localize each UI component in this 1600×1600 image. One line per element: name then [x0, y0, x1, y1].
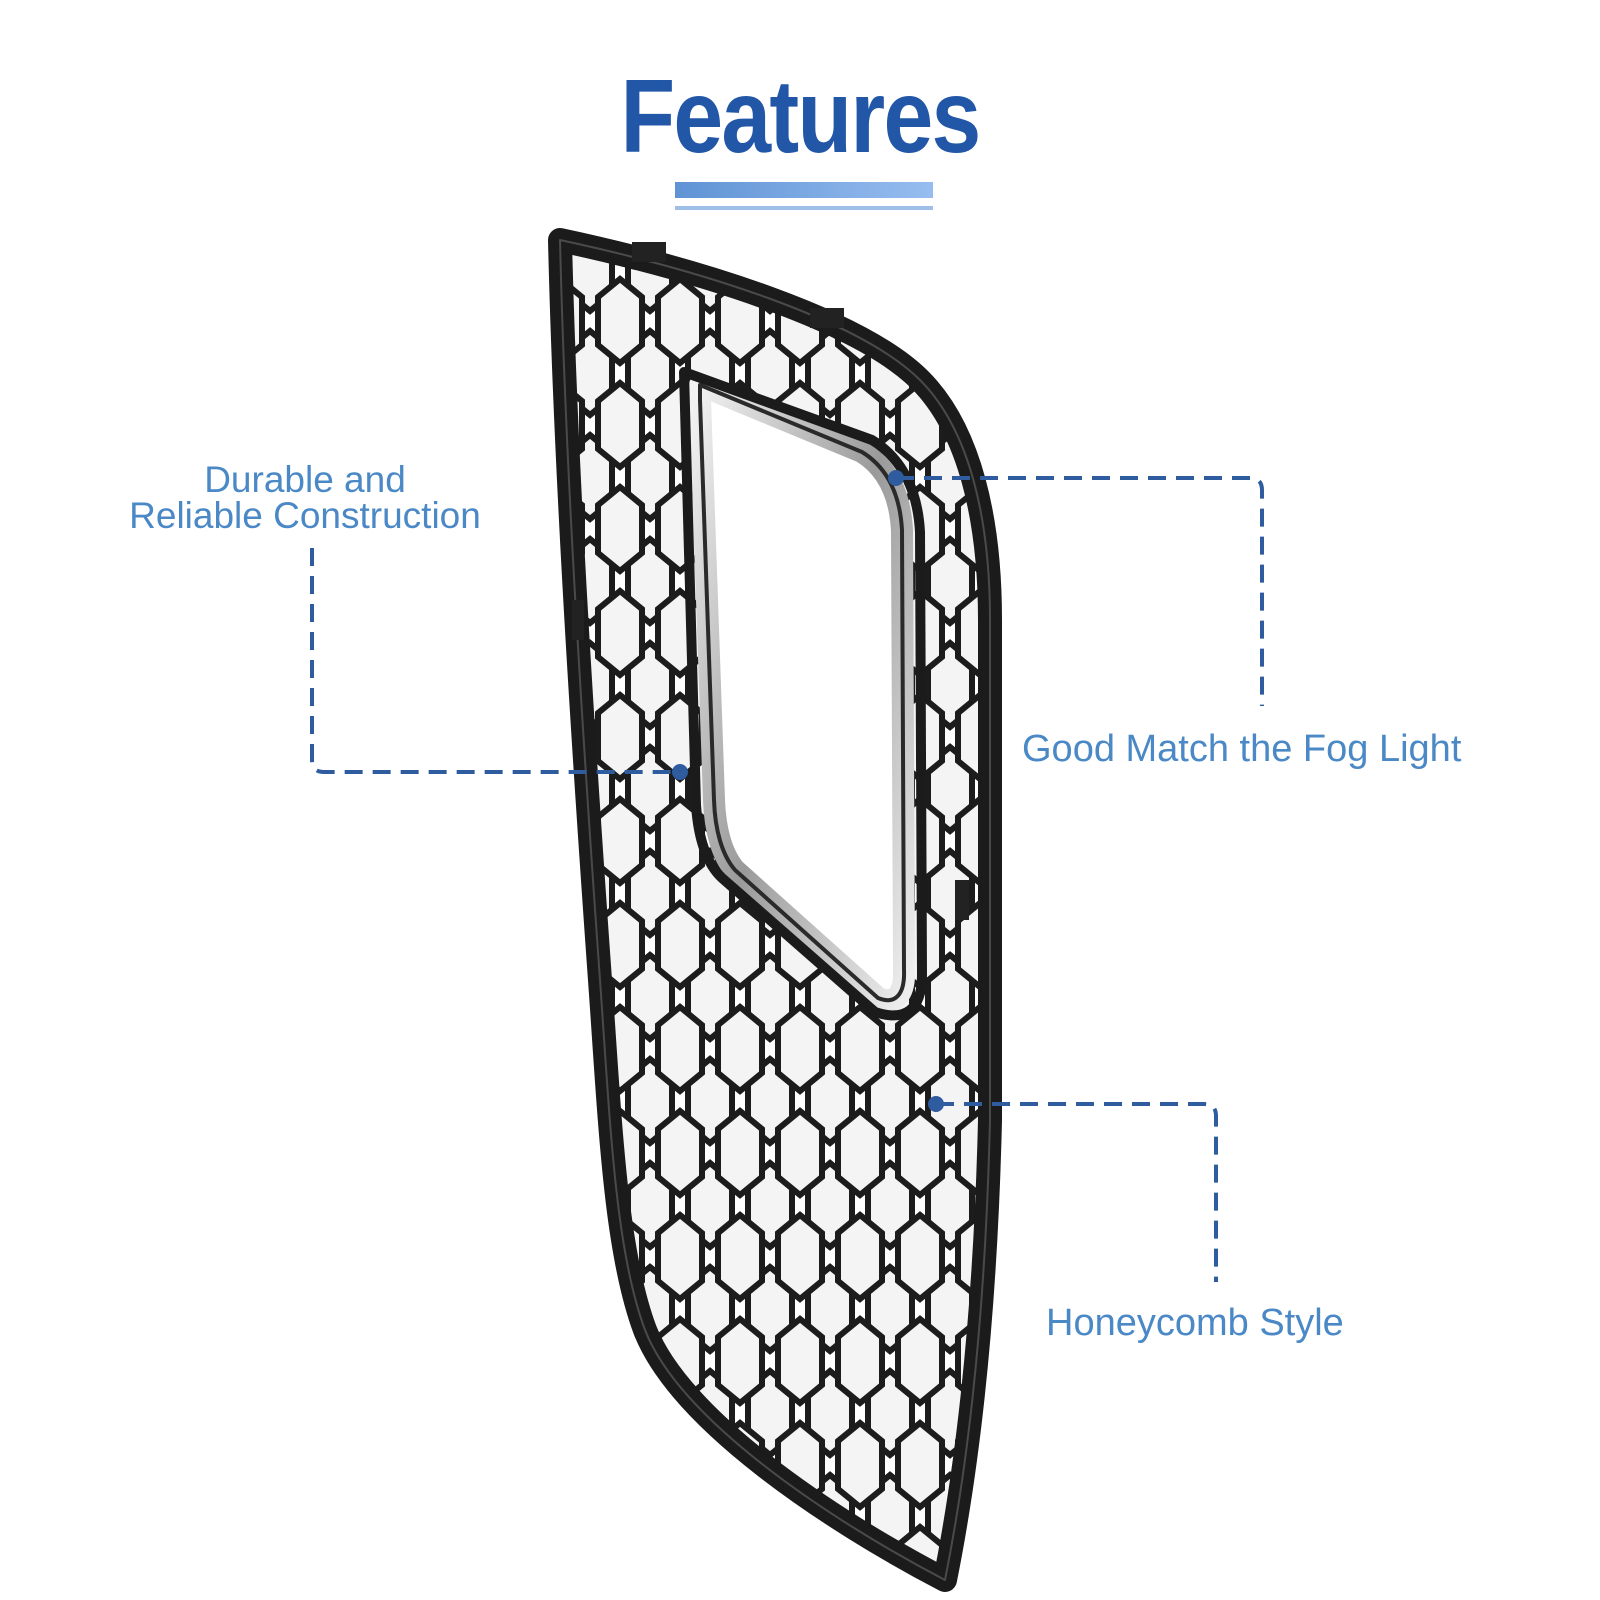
callout-line-honeycomb	[928, 1096, 1218, 1282]
callout-label-fog: Good Match the Fog Light	[1022, 728, 1462, 770]
callout-label-durable: Durable and Reliable Construction	[60, 459, 550, 536]
fog-light-grille-image	[548, 228, 1002, 1592]
title-underline	[675, 182, 933, 210]
callout-label-durable-line2: Reliable Construction	[129, 495, 481, 536]
callout-label-honeycomb: Honeycomb Style	[1046, 1302, 1344, 1344]
callout-line-fog	[888, 470, 1264, 706]
callout-line-durable	[310, 548, 688, 780]
page-title: Features	[620, 59, 981, 175]
callout-label-durable-line1: Durable and	[204, 459, 406, 500]
